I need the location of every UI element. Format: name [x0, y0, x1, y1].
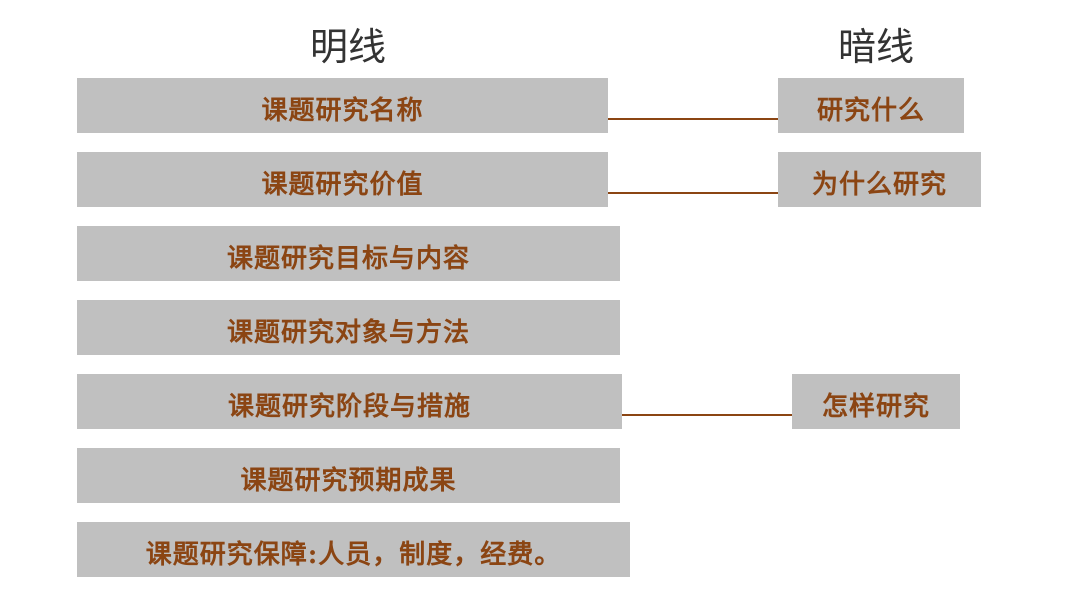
implicit-line-heading: 暗线: [837, 25, 914, 69]
explicit-item-box: 课题研究预期成果: [77, 448, 620, 503]
implicit-item-box: 怎样研究: [792, 374, 960, 429]
connector-line: [622, 414, 792, 416]
explicit-item-box: 课题研究目标与内容: [77, 226, 620, 281]
implicit-item-label: 为什么研究: [811, 170, 947, 200]
connector-line: [608, 118, 778, 120]
explicit-item-box: 课题研究对象与方法: [77, 300, 620, 355]
explicit-item-label: 课题研究对象与方法: [226, 318, 470, 348]
explicit-item-label: 课题研究目标与内容: [226, 244, 470, 274]
explicit-item-box: 课题研究名称: [77, 78, 608, 133]
explicit-item-label: 课题研究价值: [261, 170, 424, 200]
explicit-item-label: 课题研究预期成果: [240, 466, 457, 496]
explicit-item-label: 课题研究阶段与措施: [227, 392, 471, 422]
explicit-item-label: 课题研究名称: [261, 96, 424, 126]
implicit-item-box: 为什么研究: [778, 152, 981, 207]
implicit-item-label: 怎样研究: [821, 392, 930, 422]
implicit-item-label: 研究什么: [816, 96, 925, 126]
implicit-item-box: 研究什么: [778, 78, 964, 133]
explicit-line-heading: 明线: [309, 25, 386, 69]
connector-line: [608, 192, 778, 194]
explicit-item-box: 课题研究价值: [77, 152, 608, 207]
explicit-item-box: 课题研究阶段与措施: [77, 374, 622, 429]
explicit-item-label: 课题研究保障:人员，制度，经费。: [145, 540, 562, 570]
explicit-item-box: 课题研究保障:人员，制度，经费。: [77, 522, 630, 577]
